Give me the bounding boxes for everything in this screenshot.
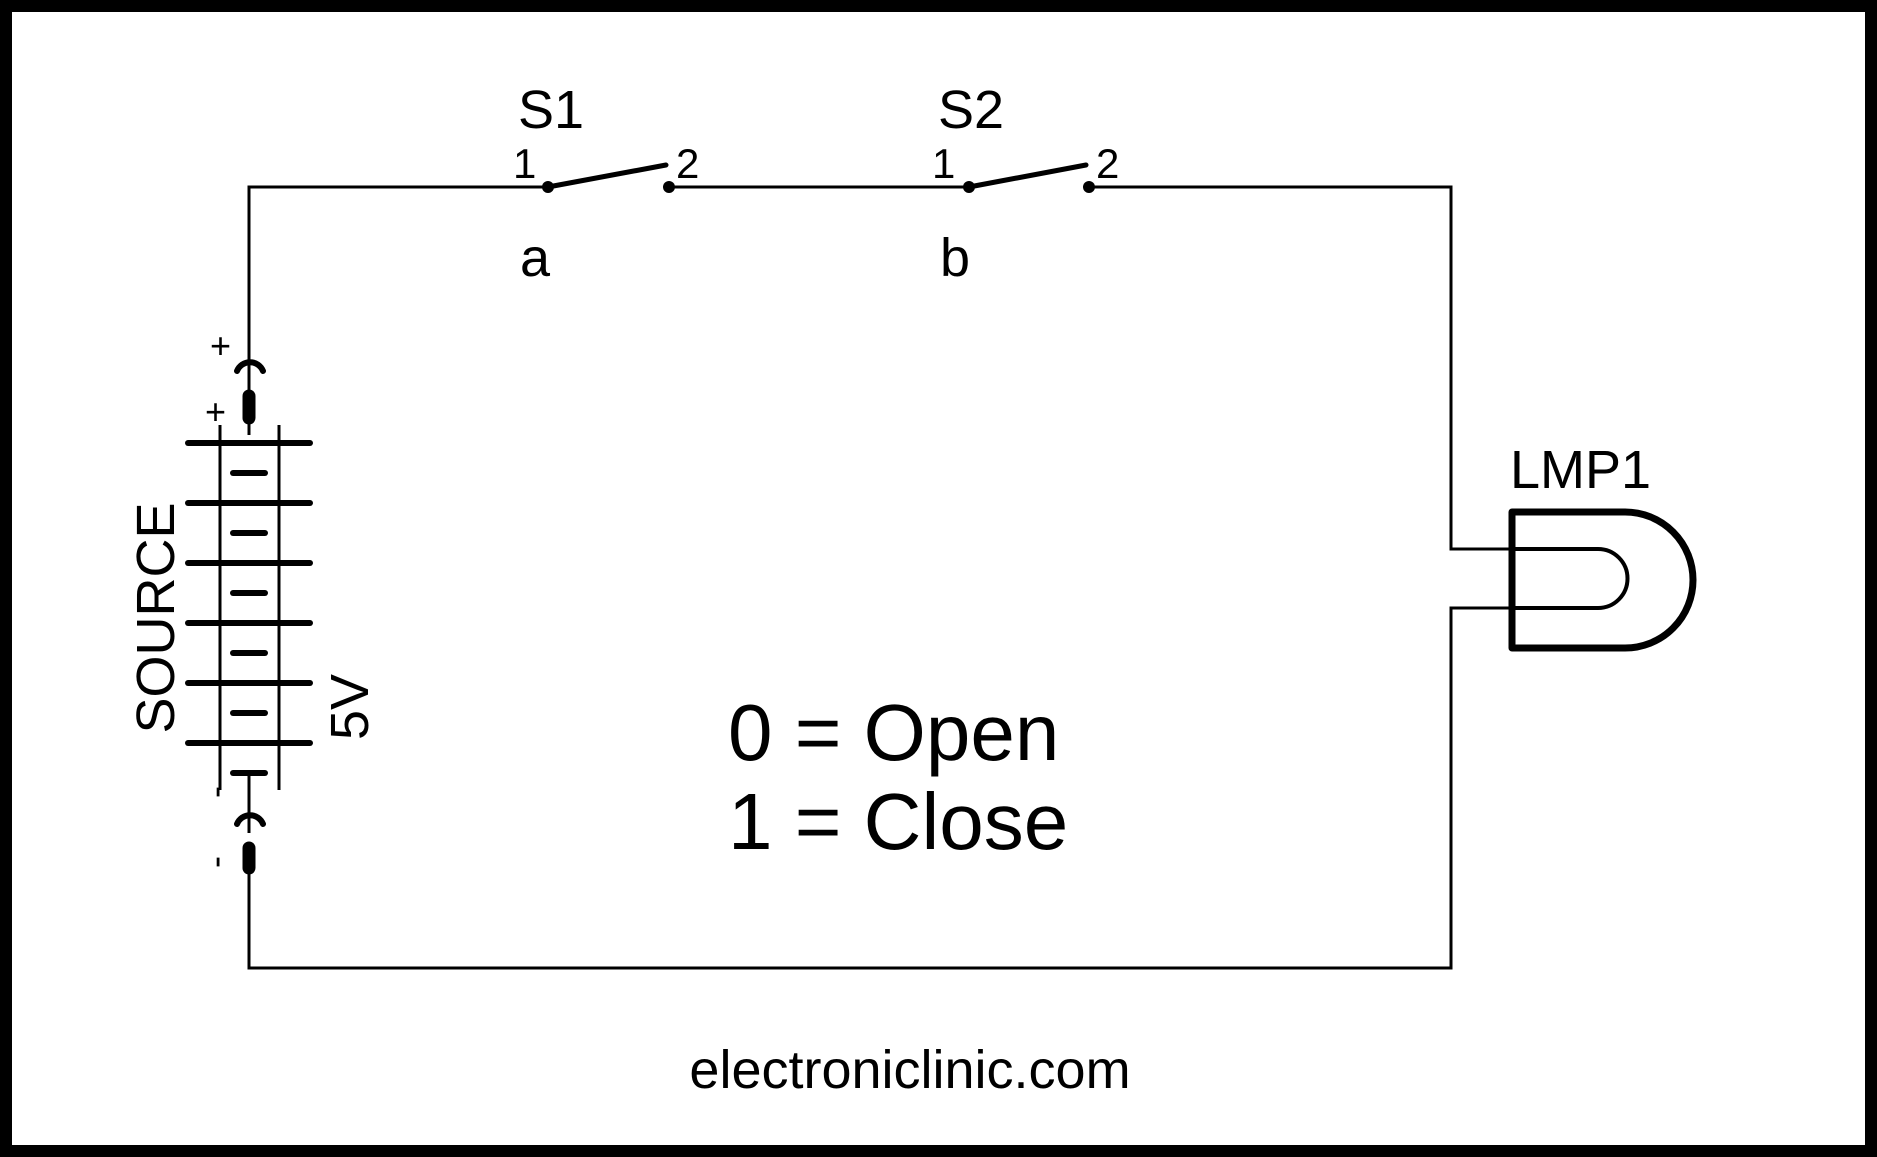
switch-s1: S1 1 2 a bbox=[513, 80, 699, 288]
battery-source: + + - - SOURCE 5V bbox=[126, 325, 380, 875]
switch-s1-contact-2 bbox=[663, 181, 675, 193]
battery-value-label: 5V bbox=[320, 674, 380, 740]
switch-s1-ref: S1 bbox=[518, 80, 584, 140]
switch-s2-lever bbox=[966, 162, 1089, 190]
battery-plus-outer: + bbox=[210, 325, 231, 366]
lamp-ref: LMP1 bbox=[1510, 440, 1651, 500]
legend-close: 1 = Close bbox=[728, 777, 1068, 866]
lamp-body-outer bbox=[1508, 508, 1697, 652]
wire-top-left bbox=[247, 185, 548, 405]
switch-s2-pin1: 1 bbox=[932, 140, 955, 187]
switch-s1-pin1: 1 bbox=[513, 140, 536, 187]
lamp-lmp1: LMP1 bbox=[1508, 440, 1697, 652]
wires bbox=[247, 185, 1512, 970]
switch-s1-lever bbox=[545, 162, 669, 190]
switch-s1-pin2: 2 bbox=[676, 140, 699, 187]
switch-s2-node-label: b bbox=[940, 228, 970, 288]
battery-name-label: SOURCE bbox=[126, 502, 186, 733]
connector-bottom-cup bbox=[234, 812, 266, 827]
switch-s2-contact-2 bbox=[1083, 181, 1095, 193]
switch-s2-ref: S2 bbox=[938, 80, 1004, 140]
switch-s2: S2 1 2 b bbox=[932, 80, 1119, 288]
switch-s1-node-label: a bbox=[520, 228, 551, 288]
wire-top-right bbox=[1089, 185, 1512, 551]
website-footer: electroniclinic.com bbox=[689, 1040, 1130, 1100]
wire-bottom-right bbox=[247, 606, 1512, 970]
lamp-filament bbox=[1512, 547, 1630, 610]
state-legend: 0 = Open 1 = Close bbox=[728, 688, 1068, 866]
battery-minus-inner: - bbox=[195, 786, 236, 798]
battery-minus-outer: - bbox=[195, 856, 236, 868]
battery-plus-inner: + bbox=[205, 391, 226, 432]
switch-s2-pin2: 2 bbox=[1096, 140, 1119, 187]
connector-top-cup bbox=[234, 359, 266, 374]
legend-open: 0 = Open bbox=[728, 688, 1059, 777]
